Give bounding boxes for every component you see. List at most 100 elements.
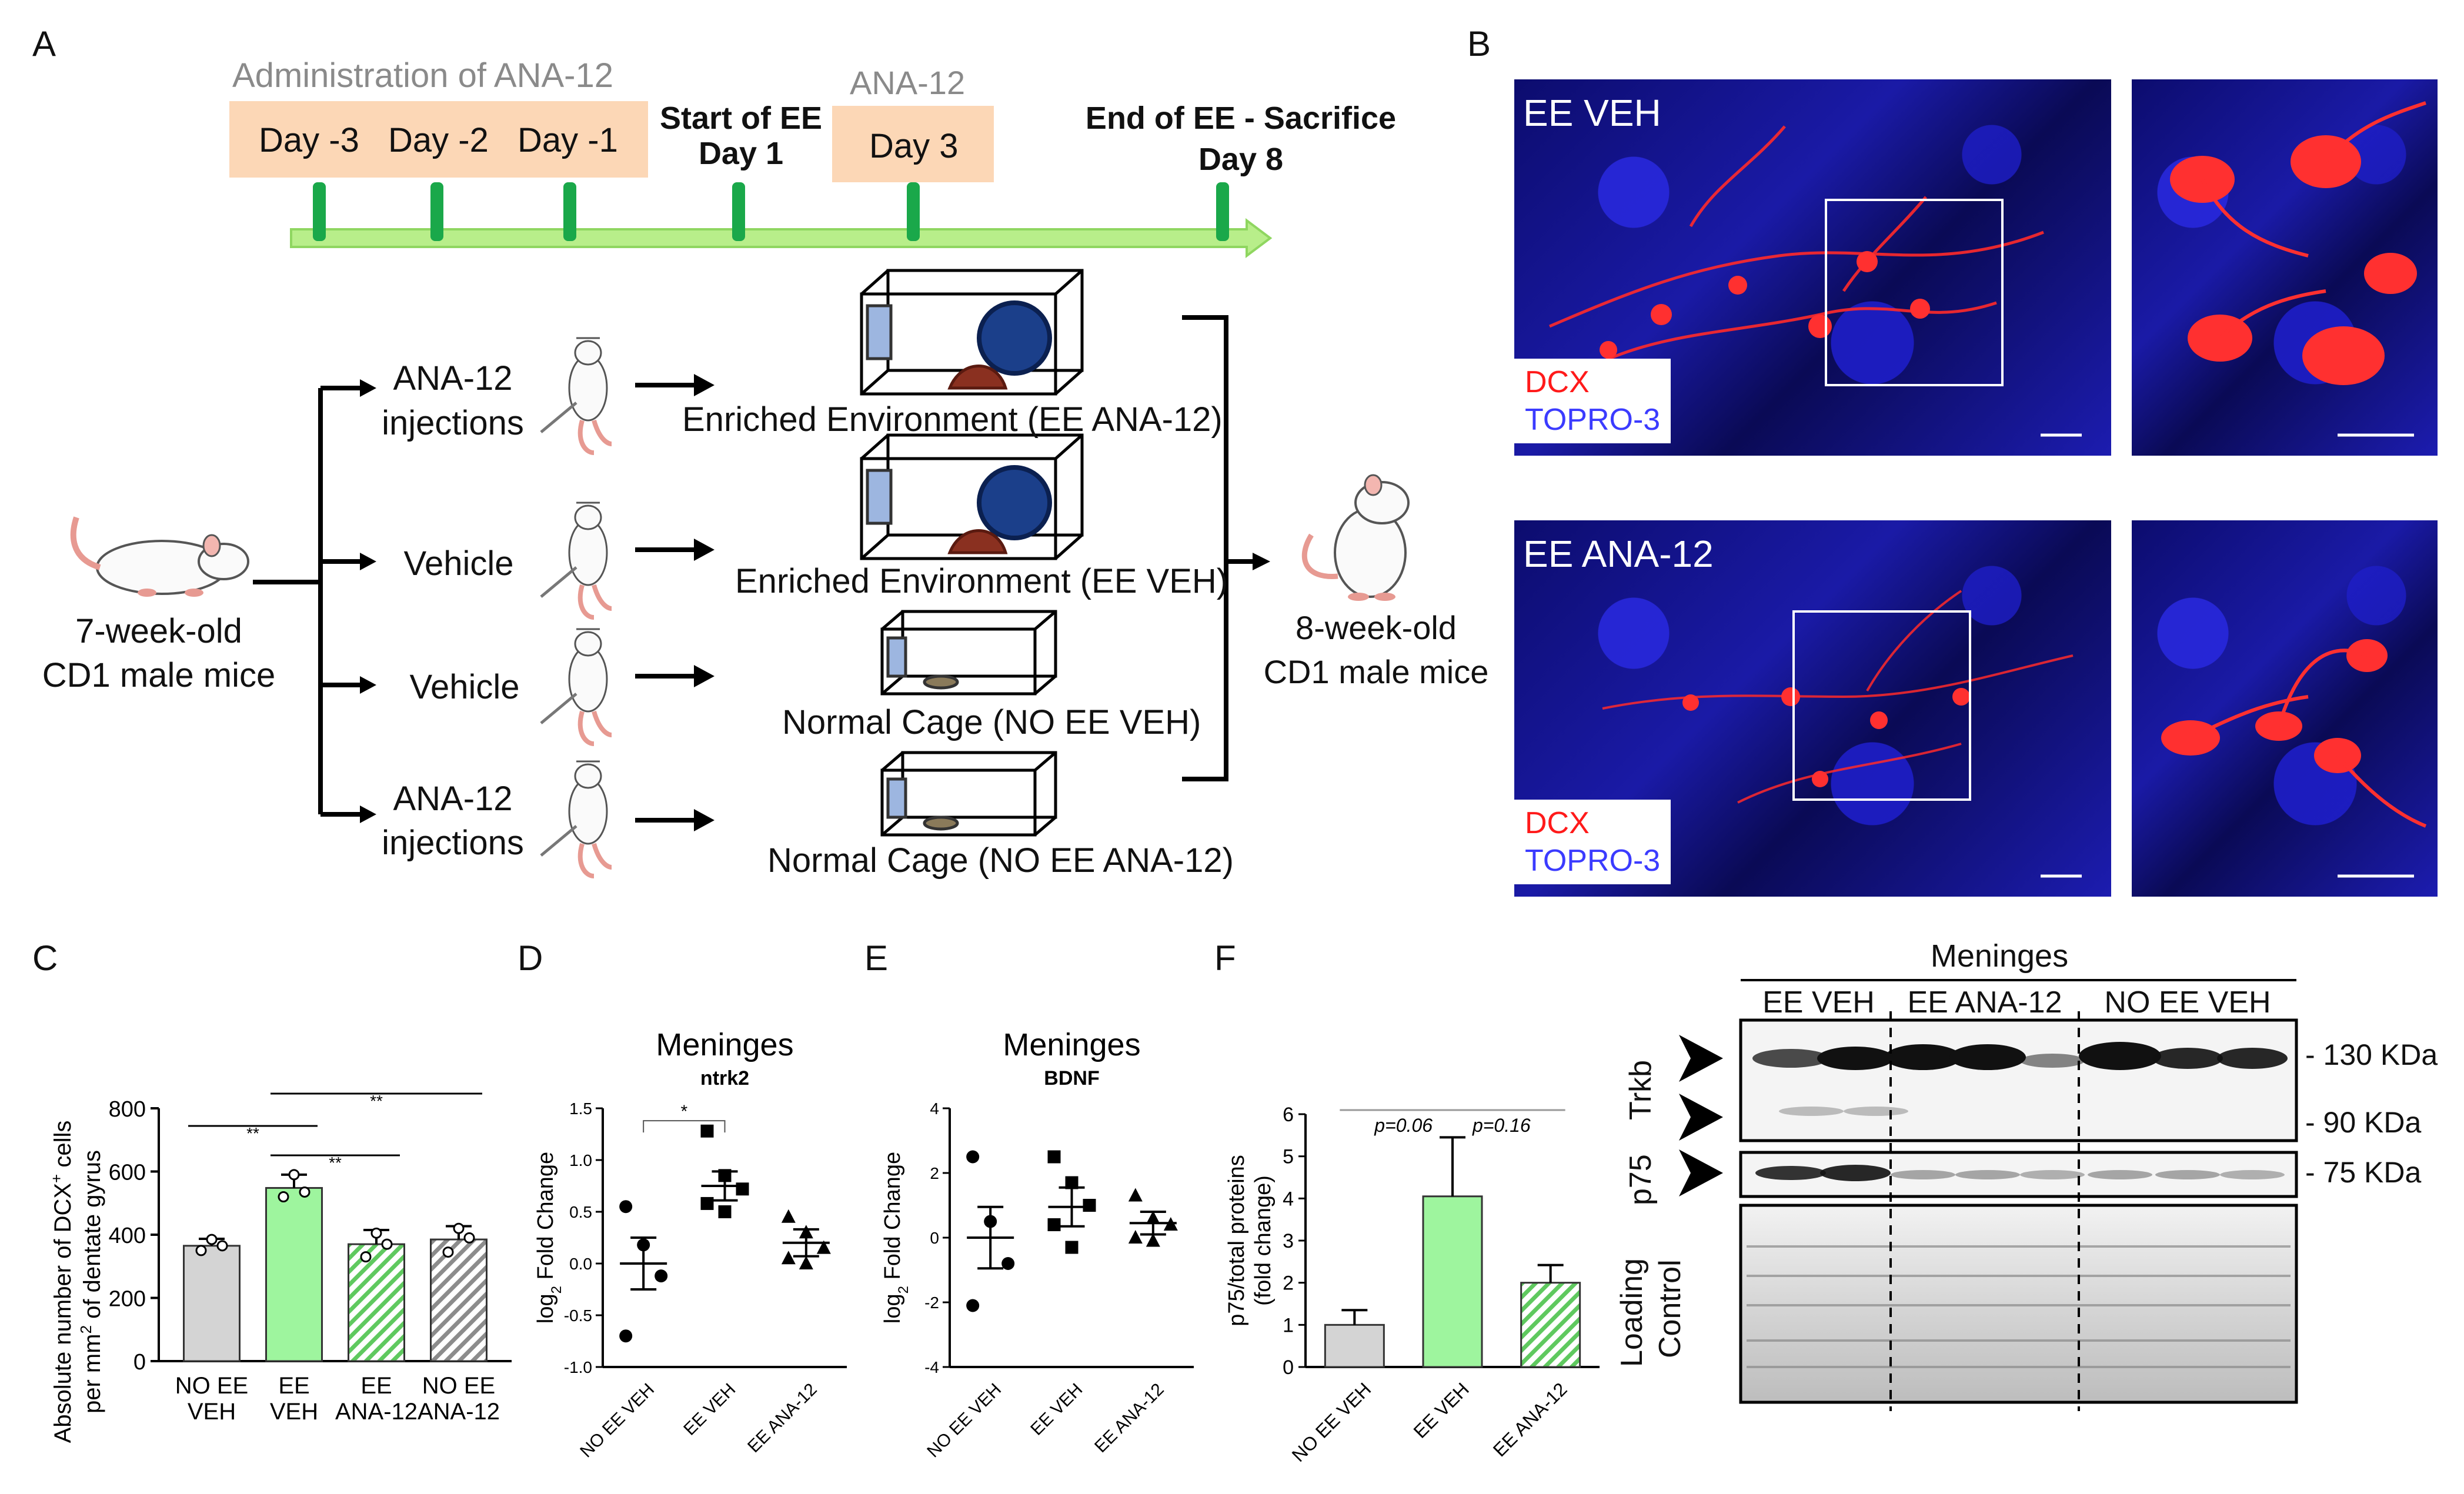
c-point [453, 1222, 465, 1234]
micro-title-bottom: EE ANA-12 [1523, 533, 1714, 575]
c-point [360, 1251, 372, 1263]
wb-row-loading: Loading [1615, 1258, 1649, 1367]
cage-label-2: Enriched Environment (EE VEH) [735, 562, 1228, 600]
end-mice-line1: 8-week-old [1296, 609, 1457, 646]
e-point [1065, 1176, 1079, 1189]
cage-label-4: Normal Cage (NO EE ANA-12) [767, 841, 1234, 880]
c-xtick-label: ANA-12 [335, 1399, 418, 1425]
e-point [1083, 1199, 1096, 1212]
d-ytick-label: 0.5 [569, 1203, 592, 1221]
e-ytick-label: -2 [924, 1294, 939, 1312]
c-point [195, 1245, 207, 1256]
cage-label-3: Normal Cage (NO EE VEH) [782, 703, 1201, 741]
wb-row-p75: p75 [1624, 1154, 1658, 1205]
e-ylabel: log2 Fold Change [880, 1152, 912, 1323]
day-minus2: Day -2 [388, 121, 489, 159]
legend-topro: TOPRO-3 [1525, 403, 1661, 437]
c-point [206, 1234, 218, 1245]
wb-mw-90: - 90 KDa [2305, 1106, 2422, 1139]
admin-label: Administration of ANA-12 [232, 56, 613, 95]
wb-mw-130: - 130 KDa [2305, 1038, 2438, 1071]
timeline-arrow [290, 182, 1273, 258]
western-title: Meninges [1930, 938, 2069, 974]
d-xtick-label: EE VEH [680, 1380, 739, 1439]
e-xtick-label: EE VEH [1027, 1380, 1086, 1439]
d-point [799, 1256, 813, 1269]
admin-day-box [229, 101, 648, 178]
c-point [288, 1169, 300, 1181]
d-sig-bracket [643, 1120, 726, 1133]
c-xtick-label: VEH [188, 1399, 236, 1425]
wb-mw-75: - 75 KDa [2305, 1156, 2422, 1189]
day8-label: Day 8 [1198, 142, 1284, 177]
c-point [442, 1246, 454, 1258]
c-sig-star: ** [329, 1154, 342, 1172]
e-point [984, 1215, 997, 1228]
f-sig-label: p=0.06 [1374, 1115, 1433, 1136]
end-mice-line2: CD1 male mice [1263, 653, 1489, 690]
e-xtick-label: EE ANA-12 [1091, 1380, 1168, 1457]
c-xtick-label: ANA-12 [418, 1399, 500, 1425]
d-point [718, 1205, 732, 1218]
c-xtick-label: EE [278, 1373, 309, 1399]
c-xtick-label: VEH [270, 1399, 318, 1425]
c-xtick-label: NO EE [422, 1373, 495, 1399]
d-point [781, 1209, 796, 1223]
panel-label-d: D [517, 938, 543, 978]
legend-dcx-2: DCX [1525, 806, 1590, 840]
f-xtick-label: EE VEH [1409, 1378, 1473, 1442]
f-ylabel-2: (fold change) [1251, 1175, 1276, 1306]
e-point [1001, 1257, 1015, 1270]
c-ytick-label: 200 [109, 1287, 146, 1312]
e-point [1128, 1188, 1143, 1202]
d-ytick-label: 1.5 [569, 1099, 592, 1118]
treatment-1-line2: injections [382, 404, 524, 442]
ana12-day-box [832, 106, 994, 182]
d-ytick-label: -1.0 [564, 1358, 592, 1376]
e-xtick-label: NO EE VEH [923, 1380, 1005, 1462]
d-ytick-label: 0.0 [569, 1255, 592, 1273]
c-ytick-label: 0 [133, 1350, 146, 1375]
injection-mouse-icons [540, 337, 612, 878]
end-ee-label: End of EE - Sacrifice [1085, 101, 1397, 136]
c-ylabel: Absolute number of DCX+ cells [48, 1121, 76, 1443]
legend-topro-2: TOPRO-3 [1525, 844, 1661, 878]
f-ytick-label: 0 [1283, 1356, 1294, 1379]
e-ytick-label: -4 [924, 1358, 939, 1376]
panel-label-e: E [864, 938, 889, 978]
e-ytick-label: 2 [930, 1164, 939, 1182]
d-ylabel: log2 Fold Change [533, 1152, 565, 1323]
c-sig-star: ** [246, 1124, 259, 1142]
c-point [216, 1240, 228, 1252]
wb-row-trkb: Trkb [1624, 1059, 1658, 1120]
f-ytick-label: 6 [1283, 1104, 1294, 1126]
d-ytick-label: 1.0 [569, 1151, 592, 1169]
c-bar [183, 1245, 241, 1362]
day-minus3: Day -3 [259, 121, 359, 159]
panel-label-b: B [1467, 24, 1491, 63]
d-subtitle: ntrk2 [700, 1067, 749, 1089]
day3-label: Day 3 [869, 127, 959, 165]
ana12-top-label: ANA-12 [850, 64, 966, 101]
design-diagram [70, 269, 1410, 878]
e-ytick-label: 4 [930, 1099, 939, 1118]
c-point [381, 1238, 393, 1250]
d-sig-star: * [680, 1102, 687, 1121]
western-title-line [1741, 979, 2296, 981]
c-ytick-label: 800 [109, 1097, 146, 1122]
day1-label: Day 1 [698, 136, 784, 171]
day-minus1: Day -1 [517, 121, 618, 159]
d-title: Meninges [656, 1027, 793, 1062]
e-point [1146, 1233, 1160, 1247]
f-ylabel-1: p75/total proteins [1224, 1155, 1249, 1326]
f-bar [1324, 1323, 1385, 1368]
c-ylabel-2: per mm2 of dentate gyrus [77, 1150, 105, 1413]
treatment-4-line2: injections [382, 824, 524, 862]
start-ee-label: Start of EE [659, 101, 823, 136]
micro-legend-bottom: DCX TOPRO-3 [1514, 800, 1671, 884]
treatment-3: Vehicle [409, 668, 520, 706]
d-point [637, 1238, 650, 1252]
